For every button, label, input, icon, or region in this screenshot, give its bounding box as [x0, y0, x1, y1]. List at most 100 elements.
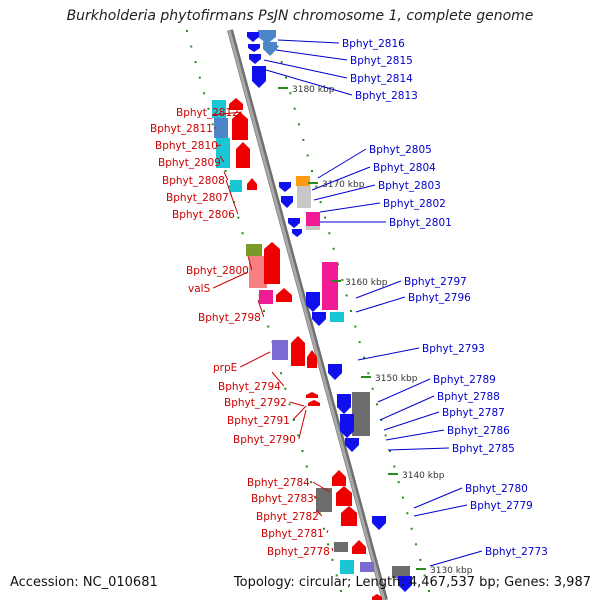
guide-dot: [306, 154, 309, 157]
gene-block: [296, 176, 310, 186]
leader-line: [331, 547, 334, 552]
leader-line: [229, 191, 239, 215]
gene-label-left: Bphyt_2782: [256, 511, 319, 523]
guide-dot: [198, 76, 201, 79]
leader-line: [387, 447, 450, 451]
leader-line: [265, 69, 353, 96]
leader-line: [311, 166, 371, 191]
gene-reverse: [288, 218, 300, 228]
leader-line: [319, 202, 381, 213]
gene-label-right: Bphyt_2789: [433, 374, 496, 386]
guide-dot: [384, 434, 387, 437]
scale-tick-label: 3140 kbp: [402, 471, 445, 481]
gene-forward: [307, 350, 317, 368]
guide-dot: [345, 294, 348, 297]
gene-label-left: Bphyt_2791: [227, 415, 290, 427]
gene-label-right: Bphyt_2813: [355, 90, 418, 102]
guide-dot: [224, 170, 227, 172]
guide-dot: [289, 92, 292, 95]
gene-label-left: prpE: [213, 362, 237, 374]
guide-dot: [276, 45, 279, 48]
leader-line: [277, 39, 340, 44]
gene-label-left: Bphyt_2781: [261, 528, 324, 540]
guide-dot: [393, 465, 396, 468]
leader-line: [263, 59, 348, 79]
gene-block: [259, 290, 273, 304]
guide-dot: [292, 418, 295, 421]
gene-label-right: Bphyt_2780: [465, 483, 528, 495]
guide-dot: [293, 107, 296, 110]
guide-dot: [207, 107, 210, 110]
leader-line: [355, 296, 406, 313]
gene-forward: [232, 112, 248, 140]
guide-dot: [327, 543, 330, 546]
leader-line: [223, 171, 229, 181]
guide-dot: [328, 232, 331, 235]
gene-label-left: Bphyt_2778: [267, 546, 330, 558]
gene-reverse: [337, 394, 351, 414]
gene-forward: [372, 594, 382, 600]
guide-dot: [415, 543, 417, 546]
genome-summary: Topology: circular; Length: 4,467,537 bp…: [233, 575, 591, 590]
leader-line: [275, 49, 348, 61]
guide-dot: [228, 185, 231, 188]
guide-dot: [331, 558, 334, 561]
guide-dot: [406, 512, 409, 515]
guide-dot: [190, 45, 193, 48]
leader-line: [257, 299, 265, 318]
guide-dot: [371, 387, 374, 390]
guide-dot: [402, 496, 404, 499]
scale-tick-label: 3160 kbp: [345, 278, 388, 288]
guide-dot: [263, 310, 265, 312]
gene-reverse: [247, 32, 259, 42]
gene-forward: [229, 98, 243, 110]
gene-reverse: [249, 54, 261, 64]
gene-block: [316, 488, 332, 512]
gene-label-left: valS: [188, 283, 211, 295]
guide-dot: [397, 481, 400, 484]
leader-line: [312, 481, 331, 493]
guide-dot: [428, 590, 430, 592]
gene-reverse: [281, 196, 293, 208]
gene-label-right: Bphyt_2786: [447, 425, 510, 437]
gene-label-left: Bphyt_2798: [198, 312, 261, 324]
guide-dot: [315, 185, 318, 188]
gene-label-right: Bphyt_2802: [383, 198, 446, 210]
gene-label-left: Bphyt_2809: [158, 157, 221, 169]
gene-forward: [247, 178, 257, 190]
gene-forward: [336, 486, 352, 506]
gene-label-left: Bphyt_2806: [172, 209, 235, 221]
leader-line: [383, 411, 440, 431]
guide-dot: [285, 76, 287, 79]
gene-reverse: [252, 66, 266, 88]
guide-dot: [335, 574, 338, 577]
gene-reverse: [345, 438, 359, 452]
gene-label-left: Bphyt_2794: [218, 381, 281, 393]
leader-line: [271, 371, 285, 387]
gene-reverse: [258, 30, 276, 44]
gene-label-left: Bphyt_2783: [251, 493, 314, 505]
gene-label-left: Bphyt_2792: [224, 397, 287, 409]
leader-line: [215, 144, 221, 147]
leader-line: [385, 429, 445, 441]
gene-label-left: Bphyt_2807: [166, 192, 229, 204]
gene-label-right: Bphyt_2793: [422, 343, 485, 355]
guide-dot: [280, 61, 283, 64]
leader-line: [377, 378, 431, 403]
gene-block: [322, 262, 338, 310]
leader-line: [317, 148, 367, 179]
leader-line: [298, 409, 307, 440]
guide-dot: [423, 574, 426, 577]
gene-forward: [306, 392, 318, 398]
guide-dot: [288, 403, 291, 406]
guide-dot: [203, 92, 206, 95]
gene-block: [330, 312, 344, 322]
gene-block: [230, 180, 242, 192]
guide-dot: [358, 341, 361, 344]
gene-forward: [276, 288, 292, 302]
leader-line: [292, 405, 307, 421]
leader-line: [240, 351, 271, 368]
guide-dot: [280, 372, 283, 375]
